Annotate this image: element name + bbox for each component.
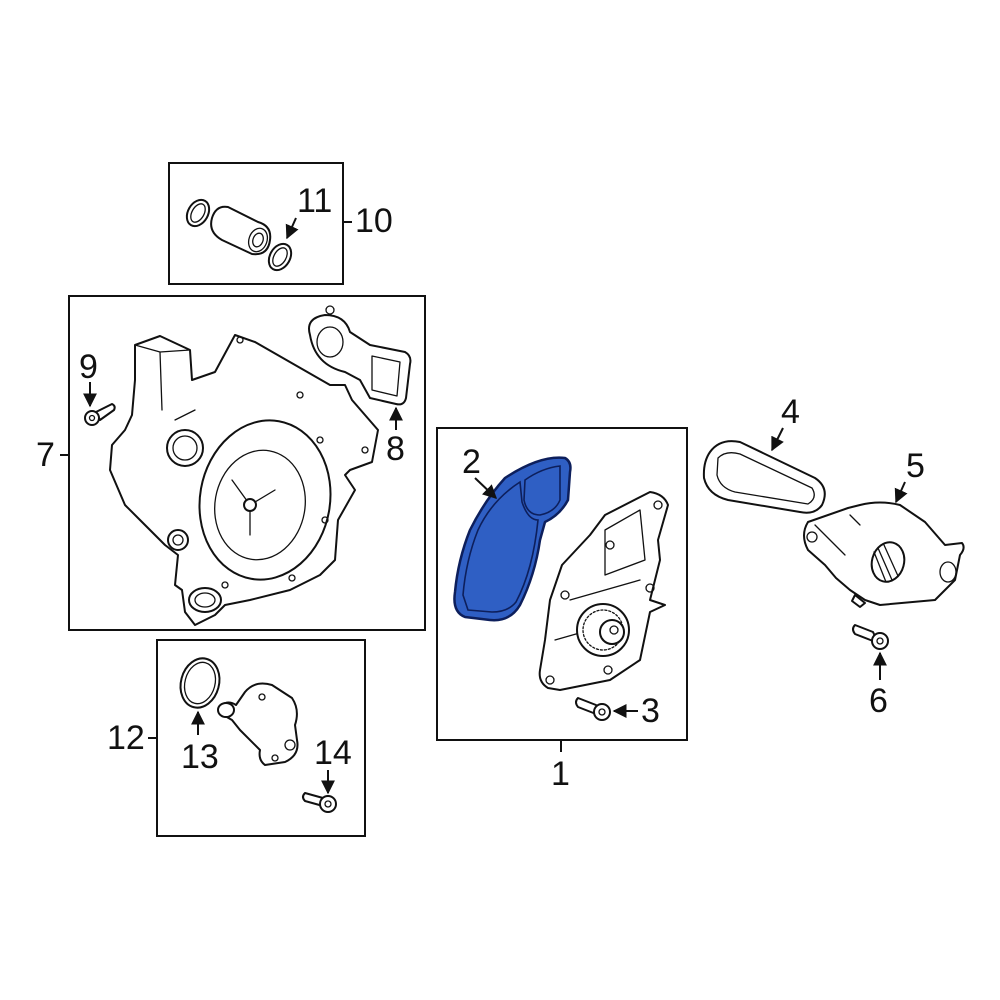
callout-11: 11 bbox=[297, 182, 332, 220]
callout-9: 9 bbox=[79, 348, 98, 386]
connector-pipe[interactable] bbox=[210, 205, 272, 256]
callout-4: 4 bbox=[781, 393, 800, 431]
o-ring-13[interactable] bbox=[175, 654, 225, 712]
callout-2: 2 bbox=[462, 443, 481, 481]
group-12-flange: 12 13 14 bbox=[107, 639, 366, 837]
o-ring-11[interactable] bbox=[264, 240, 295, 274]
bolt-3[interactable] bbox=[575, 697, 611, 721]
callout-3: 3 bbox=[641, 692, 660, 730]
belt-4[interactable] bbox=[702, 440, 826, 514]
group-7-housing: 7 9 bbox=[36, 295, 426, 631]
gasket-8[interactable] bbox=[308, 305, 412, 406]
callout-10: 10 bbox=[355, 202, 393, 240]
callout-7: 7 bbox=[36, 436, 55, 474]
coolant-flange[interactable] bbox=[217, 682, 299, 766]
callout-1: 1 bbox=[551, 755, 570, 793]
pulley-cover-5[interactable] bbox=[803, 501, 965, 608]
bolt-9[interactable] bbox=[84, 403, 116, 426]
callout-6: 6 bbox=[869, 682, 888, 720]
thermostat-housing[interactable] bbox=[109, 334, 379, 626]
callout-13: 13 bbox=[181, 738, 219, 776]
bolt-6[interactable] bbox=[852, 624, 889, 650]
group-1-water-pump: 1 2 3 bbox=[436, 427, 688, 793]
gasket-2-highlighted[interactable] bbox=[453, 456, 572, 622]
bolt-14[interactable] bbox=[302, 792, 337, 813]
callout-14: 14 bbox=[314, 734, 352, 772]
callout-5: 5 bbox=[906, 447, 925, 485]
group-10-connector-pipe: 11 10 bbox=[168, 162, 393, 285]
callout-12: 12 bbox=[107, 719, 145, 757]
water-pump[interactable] bbox=[538, 491, 669, 691]
callout-8: 8 bbox=[386, 430, 405, 468]
o-ring-left[interactable] bbox=[182, 196, 213, 230]
